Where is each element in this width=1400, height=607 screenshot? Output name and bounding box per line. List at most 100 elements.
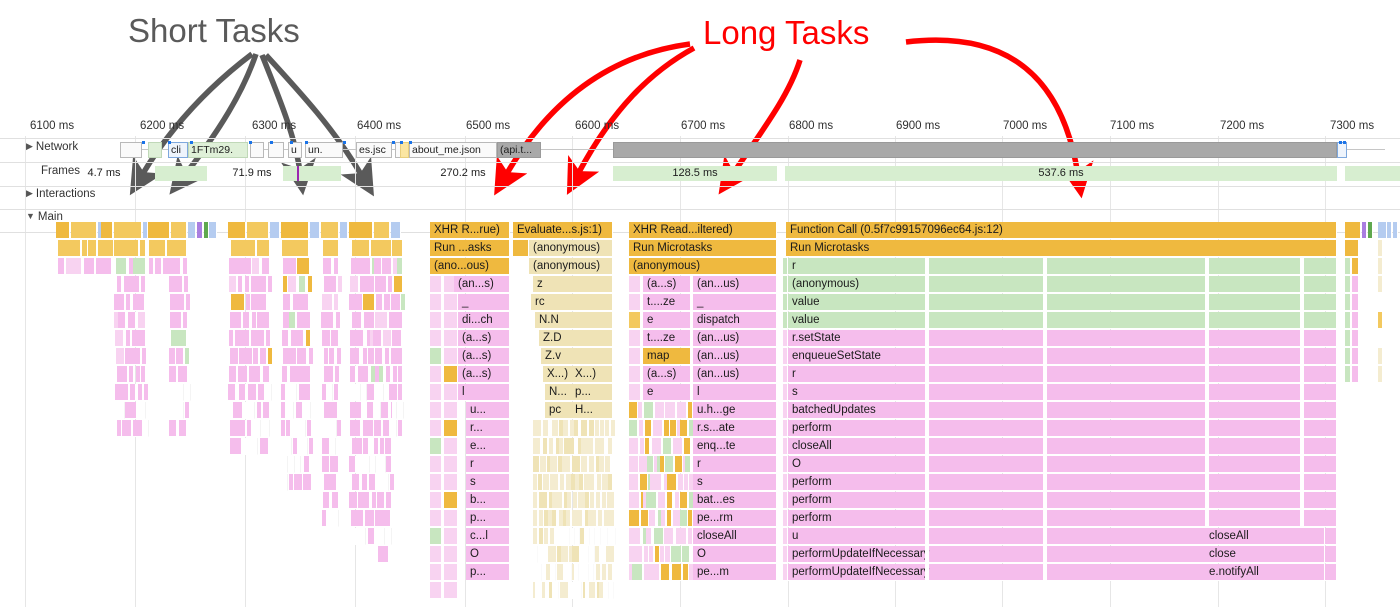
flame-frame[interactable] <box>559 438 565 455</box>
flame-frame[interactable] <box>665 456 675 473</box>
flame-frame[interactable] <box>328 384 334 401</box>
flame-frame[interactable] <box>670 420 677 437</box>
flame-frame[interactable] <box>135 294 145 311</box>
flame-frame[interactable] <box>376 528 385 545</box>
flame-frame[interactable] <box>783 546 788 563</box>
flame-frame[interactable]: rc <box>531 294 613 311</box>
flame-frame[interactable] <box>374 258 382 275</box>
network-request[interactable]: cli <box>168 142 188 158</box>
flame-frame[interactable] <box>607 438 613 455</box>
flame-frame[interactable] <box>629 366 641 383</box>
flame-frame[interactable] <box>666 492 673 509</box>
flame-frame[interactable] <box>244 276 251 293</box>
flame-frame[interactable] <box>444 582 458 599</box>
track-label-main[interactable]: ▼Main <box>26 211 63 223</box>
flame-frame[interactable] <box>430 510 442 527</box>
flame-frame[interactable] <box>396 348 403 365</box>
flame-frame[interactable] <box>688 510 694 527</box>
flame-frame[interactable] <box>382 420 390 437</box>
flame-frame[interactable] <box>629 492 640 509</box>
flame-frame[interactable] <box>1345 276 1351 293</box>
flame-frame[interactable] <box>610 510 616 527</box>
flame-frame[interactable] <box>351 240 371 257</box>
flame-frame[interactable] <box>590 546 596 563</box>
flame-frame[interactable] <box>605 456 611 473</box>
flame-frame[interactable] <box>1352 258 1359 275</box>
flame-frame[interactable] <box>629 528 641 545</box>
flame-frame[interactable] <box>398 402 404 419</box>
flame-frame[interactable] <box>783 258 788 275</box>
flame-frame[interactable] <box>262 366 270 383</box>
flame-frame[interactable] <box>1352 276 1359 293</box>
flame-frame[interactable]: Evaluate...s.js:1) <box>513 222 613 239</box>
flame-frame[interactable] <box>140 240 146 257</box>
flame-frame[interactable] <box>392 240 403 257</box>
flame-frame-top[interactable] <box>321 222 339 239</box>
flame-frame[interactable] <box>140 366 146 383</box>
flame-frame[interactable] <box>300 348 307 365</box>
flame-frame[interactable] <box>551 420 559 437</box>
flame-frame[interactable] <box>350 348 361 365</box>
flame-frame[interactable] <box>379 438 385 455</box>
flame-frame[interactable]: X...) <box>571 366 613 383</box>
flame-frame[interactable] <box>376 420 382 437</box>
flame-frame[interactable] <box>538 510 544 527</box>
flame-frame[interactable] <box>376 456 386 473</box>
track-label-network[interactable]: ▶Network <box>26 141 78 153</box>
flame-frame[interactable] <box>184 402 190 419</box>
flame-frame[interactable] <box>386 528 392 545</box>
flame-frame[interactable] <box>259 348 268 365</box>
flame-frame[interactable] <box>671 564 683 581</box>
flame-frame[interactable] <box>375 510 391 527</box>
flame-frame[interactable] <box>182 258 188 275</box>
flame-frame[interactable] <box>430 528 442 545</box>
flame-frame[interactable] <box>322 420 337 437</box>
flame-frame[interactable] <box>282 294 292 311</box>
flame-frame[interactable] <box>132 258 146 275</box>
flame-frame[interactable] <box>664 528 675 545</box>
flame-frame[interactable] <box>239 348 254 365</box>
flame-frame[interactable] <box>238 384 247 401</box>
flame-frame[interactable] <box>230 348 239 365</box>
flame-frame[interactable] <box>282 366 289 383</box>
flame-frame[interactable] <box>230 240 257 257</box>
flame-frame[interactable] <box>364 276 375 293</box>
flame-frame[interactable]: r <box>693 456 777 473</box>
flame-frame[interactable] <box>1378 276 1383 293</box>
flame-frame[interactable] <box>608 474 614 491</box>
flame-frame[interactable]: (a...s) <box>458 330 510 347</box>
flame-frame[interactable] <box>430 438 442 455</box>
flame-frame[interactable] <box>678 474 684 491</box>
flame-frame[interactable] <box>232 438 242 455</box>
flame-frame[interactable] <box>232 312 242 329</box>
flame-frame[interactable] <box>1378 366 1383 383</box>
flame-frame[interactable] <box>661 510 667 527</box>
flame-frame[interactable] <box>97 240 114 257</box>
flame-frame[interactable] <box>589 528 595 545</box>
flame-frame[interactable] <box>684 438 691 455</box>
flame-frame[interactable] <box>430 312 442 329</box>
flame-frame[interactable] <box>349 420 362 437</box>
flame-frame[interactable] <box>579 528 585 545</box>
flame-frame[interactable] <box>783 510 788 527</box>
flame-frame-top[interactable] <box>197 222 203 239</box>
flame-frame[interactable] <box>235 330 250 347</box>
flame-frame[interactable] <box>116 276 123 293</box>
flame-frame[interactable] <box>430 546 442 563</box>
flame-frame[interactable] <box>125 348 141 365</box>
flame-frame[interactable] <box>573 492 579 509</box>
flame-frame-top[interactable] <box>270 222 280 239</box>
flame-frame[interactable] <box>323 258 333 275</box>
flame-frame[interactable] <box>351 528 367 545</box>
flame-frame[interactable] <box>257 240 270 257</box>
flame-frame[interactable] <box>393 366 399 383</box>
flame-frame[interactable] <box>383 330 392 347</box>
flame-frame[interactable] <box>321 312 334 329</box>
flame-frame[interactable] <box>677 402 687 419</box>
flame-frame[interactable] <box>545 564 551 581</box>
flame-frame[interactable] <box>430 456 442 473</box>
flame-frame[interactable] <box>349 384 362 401</box>
flame-frame[interactable] <box>290 456 296 473</box>
flame-frame[interactable] <box>137 402 146 419</box>
